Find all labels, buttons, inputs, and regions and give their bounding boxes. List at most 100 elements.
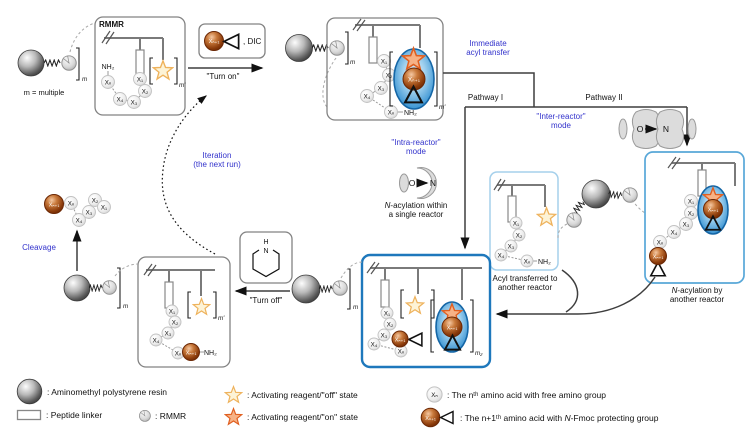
rmmr-icon bbox=[102, 280, 117, 295]
aa-label: X₃ bbox=[131, 100, 138, 107]
inter-mode-label: "Inter-reactor" mode bbox=[527, 112, 595, 131]
star-off-icon bbox=[224, 385, 243, 403]
turn-off-label: "Turn off" bbox=[249, 296, 283, 305]
pendant-stubs bbox=[168, 270, 202, 296]
dashed-connector bbox=[631, 199, 646, 214]
aa-label: X₂ bbox=[516, 233, 523, 240]
dic-label: , DIC bbox=[243, 37, 262, 46]
legend-star-on-text: : Activating reagent/"on" state bbox=[247, 411, 358, 422]
intra-line2: mode bbox=[405, 147, 426, 157]
subscript-m2: m₂ bbox=[475, 350, 483, 357]
acyl-transferred-box: X₁ X₂ X₃ X₄ Xₙ NH₂ bbox=[489, 171, 559, 271]
pendant-stubs bbox=[701, 163, 736, 186]
aa-label: X₂ bbox=[386, 73, 393, 80]
piperidine-ring bbox=[252, 249, 280, 278]
legend-star-on: : Activating reagent/"on" state bbox=[224, 407, 358, 426]
aa-label: X₄ bbox=[153, 338, 160, 345]
o-label: O bbox=[637, 124, 644, 134]
intra-reactor-shape: O N bbox=[399, 167, 437, 199]
rmmr-icon bbox=[622, 187, 638, 203]
subscript-m: m bbox=[123, 303, 128, 310]
immediate-line1: Immediate bbox=[469, 39, 507, 48]
reactor-box bbox=[326, 17, 444, 121]
free-peptide-group: Xₙ₊₁ Xₙ X₄ X₃ X₂ X₁ bbox=[44, 193, 111, 227]
reagent-box bbox=[198, 23, 266, 59]
peptide-linker bbox=[164, 281, 174, 309]
peptide-linker bbox=[368, 36, 378, 64]
aa-label: X₄ bbox=[671, 230, 678, 237]
immediate-line2: acyl transfer bbox=[466, 48, 510, 58]
intra-line1: "Intra-reactor" bbox=[391, 138, 441, 147]
legend-xn-text: : The nᵗʰ amino acid with free amino gro… bbox=[447, 389, 606, 400]
start-resin-group: m bbox=[17, 22, 96, 83]
iteration-label: Iteration (the next run) bbox=[184, 151, 250, 170]
acyl-transferred-caption: Acyl transferred to another reactor bbox=[486, 274, 564, 293]
reactor-box bbox=[137, 256, 231, 368]
inter-reactor-shape: O N bbox=[618, 109, 697, 149]
aa-label: X₂ bbox=[142, 89, 149, 96]
intra-product-box: m₁ X₁ X₂ X₃ X₄ Xₙ Xₙ₊₁ Xₙ₊₁ m₂ bbox=[360, 253, 492, 369]
fmoc-triangle-icon bbox=[407, 332, 423, 347]
aa-label: X₂ bbox=[172, 320, 179, 327]
inter-reactor-product-box: X₁ X₂ X₃ X₄ Xₙ Xₙ₊₁ Xₙ₊₁ bbox=[644, 151, 745, 284]
brackets bbox=[430, 299, 474, 353]
aa-label: Xₙ bbox=[657, 240, 664, 247]
intra-mode-label: "Intra-reactor" mode bbox=[384, 138, 448, 157]
nacyl-rest: -acylation by bbox=[677, 286, 723, 295]
acyl-line2: another reactor bbox=[497, 283, 553, 293]
aa-label: X₄ bbox=[117, 97, 124, 104]
merge-arrows bbox=[495, 269, 656, 319]
iteration-line2: (the next run) bbox=[193, 160, 241, 170]
cleaved-aa-sphere bbox=[44, 194, 64, 214]
subscript-m-prime: m' bbox=[218, 315, 225, 322]
squiggle-linker bbox=[44, 59, 61, 67]
aa-label: Xₙ bbox=[398, 349, 405, 356]
rmmr-icon bbox=[139, 410, 151, 422]
svg-text:Xₙ₊₁: Xₙ₊₁ bbox=[425, 416, 436, 422]
acyl-transfer-line bbox=[443, 72, 535, 107]
aa-circle bbox=[138, 84, 152, 98]
legend-xn1-post: -Fmoc protecting group bbox=[570, 412, 659, 423]
acyl-line1: Acyl transferred to bbox=[492, 274, 558, 283]
inter-line1: "Inter-reactor" bbox=[536, 112, 586, 121]
piperidine-box bbox=[239, 231, 293, 284]
aa-label: X₁ bbox=[137, 77, 143, 84]
aa-label: X₂ bbox=[387, 322, 394, 329]
legend-linker-text: : Peptide linker bbox=[46, 410, 103, 420]
aa-label: X₁ bbox=[169, 309, 175, 316]
legend-xn1: Xₙ₊₁ : The n+1ᵗʰ amino acid with N-Fmoc … bbox=[420, 407, 658, 428]
rmmr-icon bbox=[329, 40, 345, 56]
nacyl-line2: another reactor bbox=[669, 295, 725, 305]
resin-sphere bbox=[17, 49, 45, 77]
aa-label: X₃ bbox=[378, 86, 385, 93]
aa-label: Xₙ₊₁ bbox=[186, 351, 197, 357]
attachment-slashes bbox=[667, 156, 681, 170]
italic-n: N bbox=[384, 201, 391, 210]
legend-rmmr: : RMMR bbox=[138, 409, 186, 422]
intra-caption-line1: N-acylation within bbox=[368, 201, 464, 210]
aa-label: X₁ bbox=[101, 205, 107, 212]
aa-circle-icon: Xₙ bbox=[426, 386, 443, 403]
m-multiple-label: m = multiple bbox=[23, 88, 65, 97]
legend-rmmr-text: : RMMR bbox=[155, 410, 187, 421]
nh2-label: NH₂ bbox=[204, 350, 217, 357]
nh2-label: NH₂ bbox=[102, 64, 115, 71]
pendant-stubs bbox=[384, 268, 463, 300]
nh2-label: NH₂ bbox=[538, 259, 551, 266]
peptide-linker bbox=[380, 279, 390, 308]
aa-label: Xₙ bbox=[175, 351, 182, 358]
dashed-connector bbox=[322, 57, 337, 108]
merge-curve bbox=[561, 269, 579, 313]
brackets bbox=[187, 291, 217, 319]
aa-label: X₁ bbox=[688, 199, 694, 206]
aa-circle bbox=[113, 92, 127, 106]
aa-label: Xₙ bbox=[388, 110, 395, 117]
resin-sphere bbox=[581, 179, 611, 209]
aa-label: X₄ bbox=[498, 253, 505, 260]
middle-resin-group: m bbox=[291, 261, 363, 311]
bridge-resin-group bbox=[557, 179, 646, 239]
aa-label: X₁ bbox=[384, 311, 390, 318]
aa-label: Xₙ₊₁ bbox=[447, 326, 458, 332]
pendant-stubs bbox=[139, 38, 164, 60]
